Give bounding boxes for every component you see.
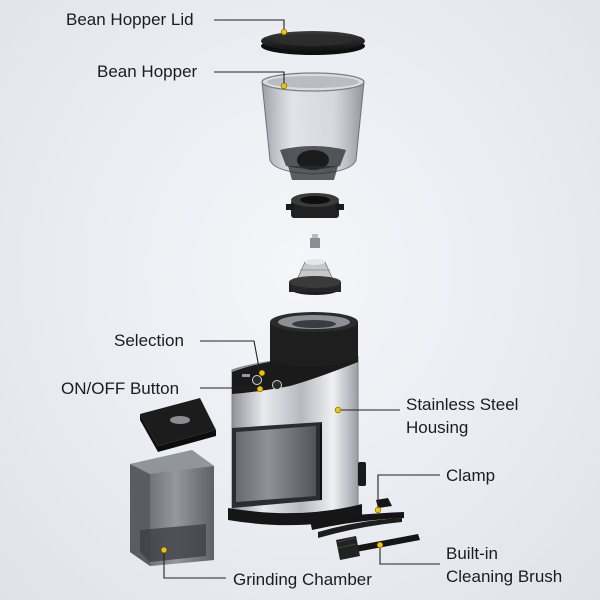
leader-bean-hopper	[214, 71, 285, 84]
label-on-off-button: ON/OFF Button	[61, 379, 180, 398]
marker-dot	[280, 28, 288, 36]
upper-burr-ring	[286, 193, 344, 218]
label-cleaning-brush-line1: Built-in	[446, 544, 498, 563]
marker-dot	[160, 546, 168, 554]
bean-hopper	[261, 72, 365, 180]
drive-shaft	[310, 234, 320, 248]
leader-lines	[163, 19, 440, 579]
leader-selection	[200, 340, 261, 374]
grinder-body	[228, 312, 366, 526]
label-stainless-steel-housing-line1: Stainless Steel	[406, 395, 519, 414]
control-buttons	[242, 374, 282, 390]
label-clamp: Clamp	[446, 466, 496, 485]
grinding-chamber	[130, 398, 216, 566]
leader-chamber	[163, 552, 226, 579]
marker-dots	[160, 28, 384, 554]
bean-hopper-lid	[261, 31, 365, 55]
cleaning-brush	[336, 534, 420, 560]
clamp	[310, 498, 404, 538]
leader-brush	[379, 546, 440, 565]
label-stainless-steel-housing-line2: Housing	[406, 418, 469, 437]
label-bean-hopper: Bean Hopper	[97, 62, 198, 81]
leader-bean-hopper-lid	[214, 19, 285, 30]
label-cleaning-brush-line2: Cleaning Brush	[446, 567, 563, 586]
marker-dot	[256, 385, 264, 393]
marker-dot	[280, 82, 288, 90]
marker-dot	[376, 541, 384, 549]
leader-clamp	[377, 474, 440, 508]
marker-dot	[258, 369, 266, 377]
label-grinding-chamber: Grinding Chamber	[233, 570, 372, 589]
lower-conical-burr	[289, 259, 341, 295]
label-selection: Selection	[114, 331, 184, 350]
label-bean-hopper-lid: Bean Hopper Lid	[66, 10, 194, 29]
marker-dot	[334, 406, 342, 414]
marker-dot	[374, 506, 382, 514]
